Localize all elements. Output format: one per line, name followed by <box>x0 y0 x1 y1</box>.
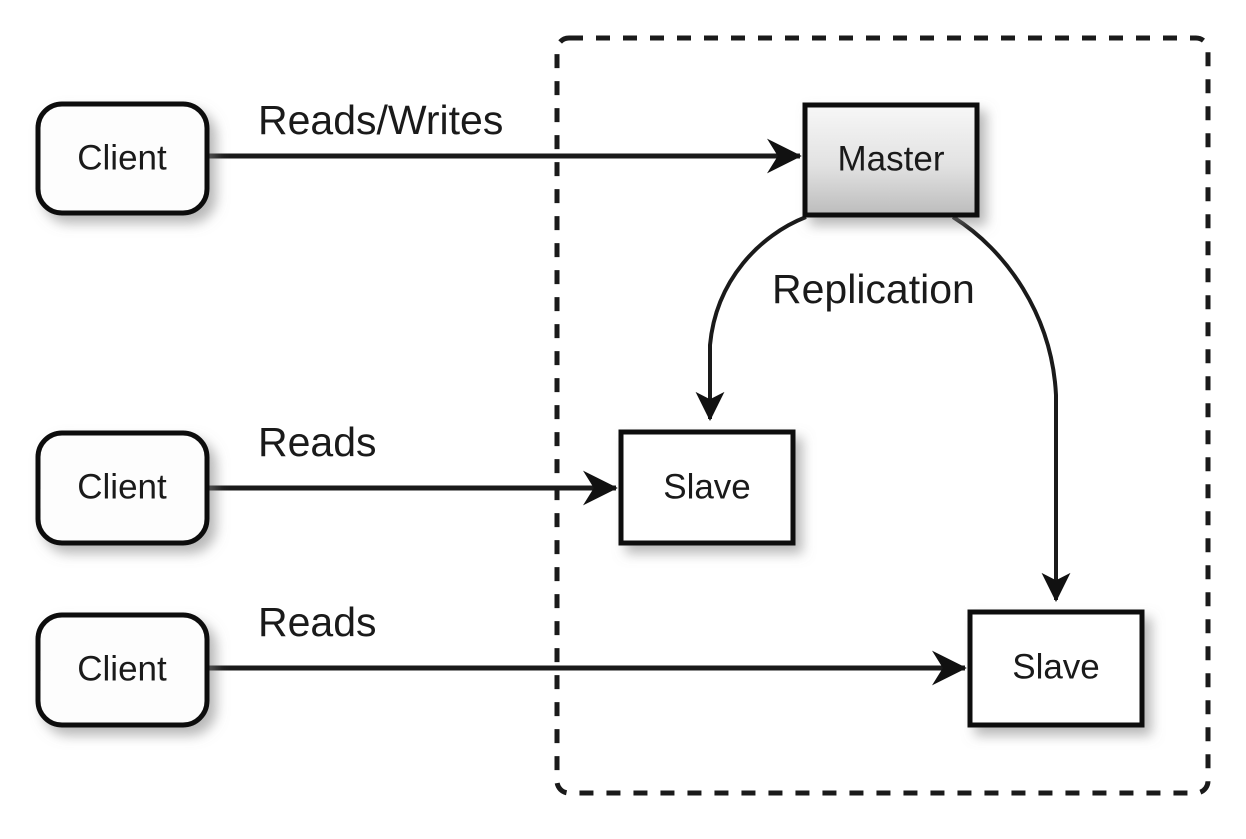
edge-label-replication: Replication <box>772 266 975 312</box>
node-slave-2[interactable]: Slave <box>967 609 1145 728</box>
edge-master-to-slave2 <box>951 215 1071 603</box>
slave-1-box[interactable] <box>618 429 796 546</box>
client-3-box[interactable] <box>35 612 210 728</box>
node-master[interactable]: Master <box>802 102 980 218</box>
node-client-1[interactable]: Client <box>35 101 210 216</box>
master-box[interactable] <box>802 102 980 218</box>
client-1-label: Client <box>77 138 167 177</box>
slave-2-label: Slave <box>1012 647 1100 686</box>
edge-label-reads-writes: Reads/Writes <box>258 97 503 143</box>
edge-label-reads-2: Reads <box>258 599 377 645</box>
edge-label-reads-1: Reads <box>258 419 377 465</box>
node-client-3[interactable]: Client <box>35 612 210 728</box>
client-1-box[interactable] <box>35 101 210 216</box>
node-slave-1[interactable]: Slave <box>618 429 796 546</box>
replication-boundary <box>554 35 1211 796</box>
slave-2-box[interactable] <box>967 609 1145 728</box>
client-3-label: Client <box>77 649 167 688</box>
master-label: Master <box>838 139 945 178</box>
node-client-2[interactable]: Client <box>35 430 210 546</box>
edge-master-to-slave1 <box>695 215 807 422</box>
client-2-label: Client <box>77 467 167 506</box>
slave-1-label: Slave <box>663 467 751 506</box>
client-2-box[interactable] <box>35 430 210 546</box>
